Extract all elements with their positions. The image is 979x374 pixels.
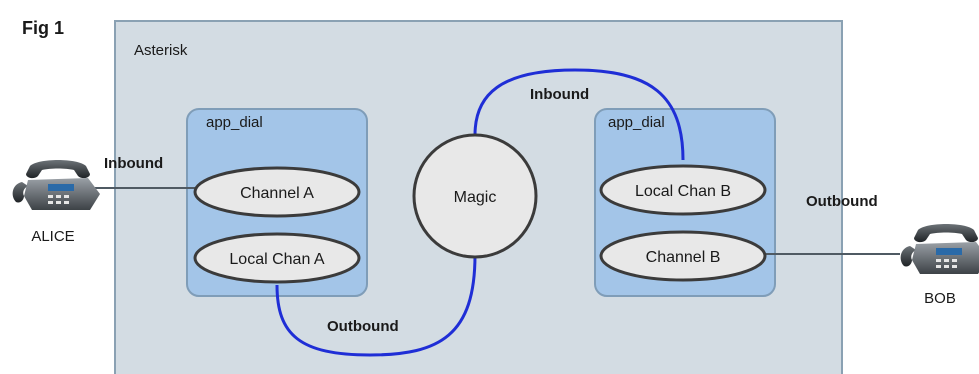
magic-label: Magic	[454, 189, 497, 206]
local-chan-b-label: Local Chan B	[635, 183, 731, 200]
left-group-title: app_dial	[206, 114, 263, 131]
phone-icon	[12, 160, 100, 210]
alice-label: ALICE	[31, 228, 74, 245]
right-group-title: app_dial	[608, 114, 665, 131]
local-chan-a-label: Local Chan A	[229, 251, 325, 268]
magic-node	[412, 133, 538, 259]
channel-a-node	[193, 166, 361, 218]
outbound-link-a-to-magic	[275, 254, 477, 357]
channel-b-node	[599, 230, 767, 282]
container-title: Asterisk	[134, 42, 188, 59]
local-chan-a-node	[193, 232, 361, 284]
phone-icon	[900, 224, 979, 274]
inbound-link-magic-to-b	[473, 68, 685, 161]
channel-b-label: Channel B	[646, 249, 721, 266]
bob-outbound-label: Outbound	[806, 193, 878, 210]
figure-label: Fig 1	[22, 18, 64, 38]
alice-inbound-label: Inbound	[104, 155, 163, 172]
bottom-outbound-label: Outbound	[327, 318, 399, 335]
channel-a-label: Channel A	[240, 185, 314, 202]
top-inbound-label: Inbound	[530, 86, 589, 103]
local-chan-b-node	[599, 164, 767, 216]
bob-label: BOB	[924, 290, 956, 307]
